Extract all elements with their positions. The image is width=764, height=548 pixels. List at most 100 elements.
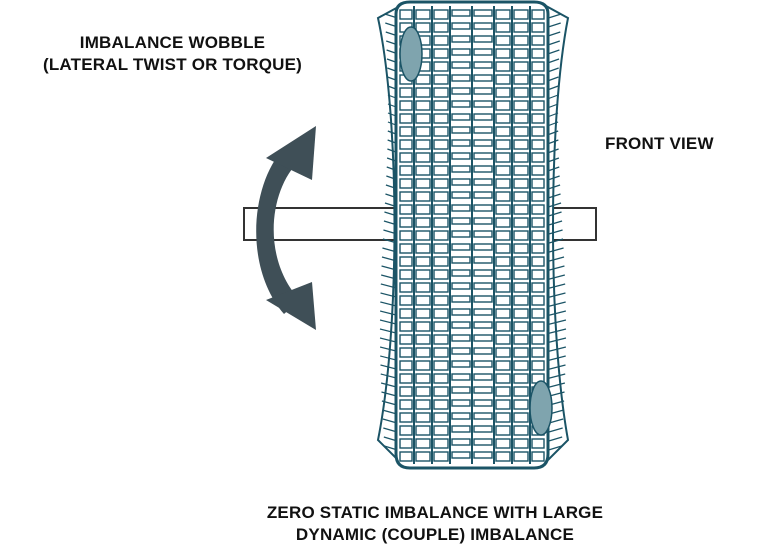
tread-block [433,113,449,124]
tread-block [495,321,511,332]
tread-block [399,204,413,215]
imbalance-weight-icon [529,380,553,436]
tread-block [473,61,493,69]
tread-block [513,347,529,358]
tread-block [495,295,511,306]
tread-block [415,412,431,423]
tread-block [451,126,471,134]
tread-block [399,165,413,176]
tread-block [399,282,413,293]
tread-block [473,74,493,82]
tread-block [451,74,471,82]
tread-block [531,74,545,85]
tread-block [513,22,529,33]
tread-block [531,256,545,267]
tread-block [451,22,471,30]
tread-block [531,165,545,176]
tread-block [433,334,449,345]
tread-block [399,243,413,254]
tread-block [473,386,493,394]
tread-block [433,100,449,111]
tread-block [433,152,449,163]
tread-block [415,438,431,449]
tread-block [473,347,493,355]
tread-block [473,113,493,121]
tread-block [473,373,493,381]
tread-block [399,230,413,241]
tread-block [473,165,493,173]
tread-block [473,243,493,251]
tread-block [531,204,545,215]
tread-block [513,256,529,267]
tread-block [495,243,511,254]
tread-block [513,61,529,72]
tread-block [451,256,471,264]
tread-block [513,152,529,163]
wheel-diagram [243,0,597,470]
tread-block [433,308,449,319]
tread-block [473,334,493,342]
tread-block [513,425,529,436]
tread-block [415,256,431,267]
wobble-label: IMBALANCE WOBBLE (LATERAL TWIST OR TORQU… [0,32,345,76]
front-view-label: FRONT VIEW [605,134,714,153]
tread-block [451,48,471,56]
tread-block [433,451,449,462]
tread-block [473,282,493,290]
tread-block [451,425,471,433]
tread-block [531,35,545,46]
tread-block [473,204,493,212]
tread-block [495,22,511,33]
tread-block [495,61,511,72]
tread-block [531,360,545,371]
tread-block [495,425,511,436]
tread-block [451,438,471,446]
tread-block [531,48,545,59]
tread-block [433,282,449,293]
tread-block [531,152,545,163]
tread-block [415,386,431,397]
tread-block [473,360,493,368]
tread-block [513,282,529,293]
tread-block [415,334,431,345]
tread-block [513,243,529,254]
tread-block [451,100,471,108]
tread-block [433,256,449,267]
tread-block [433,295,449,306]
tread-block [415,100,431,111]
tread-block [451,35,471,43]
tread-block [473,399,493,407]
tread-block [433,243,449,254]
tread-block [495,230,511,241]
tread-block [513,295,529,306]
tread-block [495,126,511,137]
tread-block [399,321,413,332]
tread-block [433,22,449,33]
tread-block [399,217,413,228]
tread-block [433,438,449,449]
tread-block [513,360,529,371]
tread-block [513,334,529,345]
tread-block [495,347,511,358]
tread-block [473,230,493,238]
tread-block [531,451,545,462]
rotation-arrow-icon [256,126,316,330]
tread-block [513,217,529,228]
tread-block [451,386,471,394]
tread-block [473,451,493,459]
tread-block [513,386,529,397]
tread-block [473,425,493,433]
tread-block [433,191,449,202]
tread-block [495,204,511,215]
tread-block [399,412,413,423]
caption-line2: DYNAMIC (COUPLE) IMBALANCE [295,525,575,544]
tread-block [495,269,511,280]
tread-block [433,230,449,241]
tread-block [531,191,545,202]
tread-block [531,178,545,189]
tread-block [415,217,431,228]
tread-block [399,438,413,449]
tread-block [415,74,431,85]
tread-block [495,35,511,46]
tread-block [513,126,529,137]
